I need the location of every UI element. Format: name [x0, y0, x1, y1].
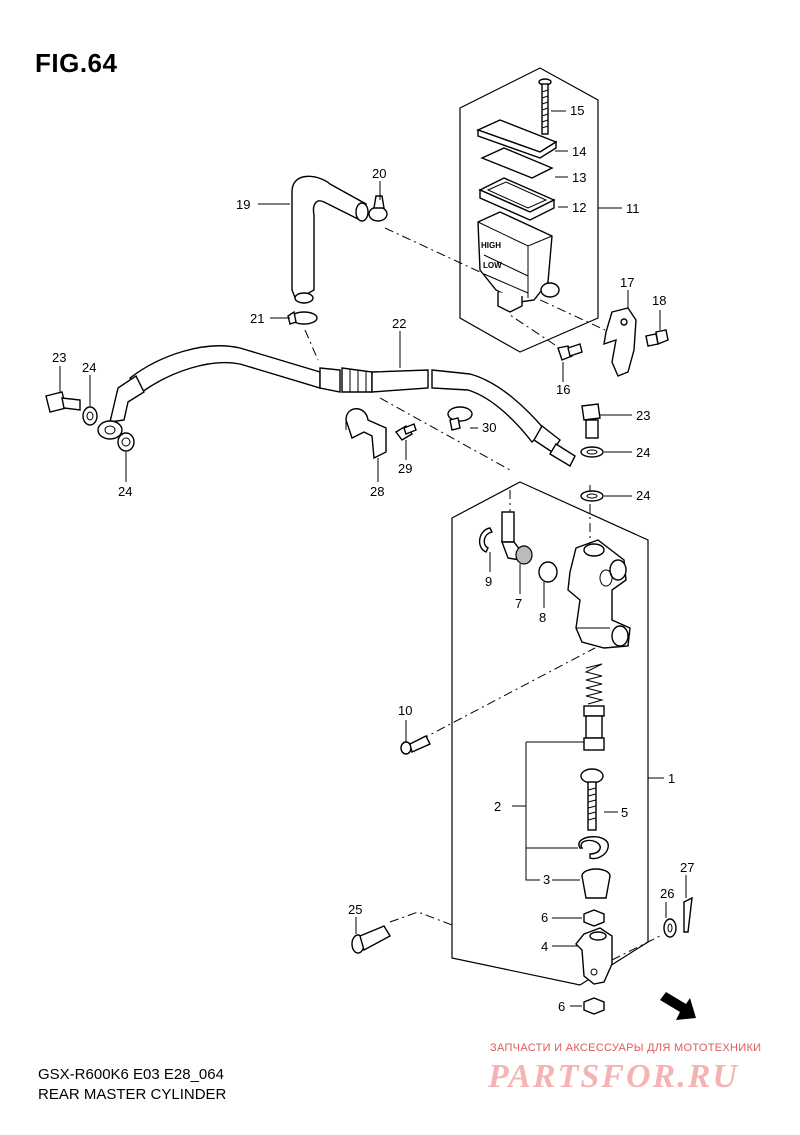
callout-24-right-upper: 24	[636, 445, 650, 460]
hose-guide-bracket	[345, 408, 387, 460]
centre-line	[379, 397, 511, 471]
leader-lines	[59, 110, 687, 1007]
level-mark-high: HIGH	[481, 241, 501, 250]
callout-14: 14	[572, 144, 586, 159]
reservoir-plate	[480, 147, 554, 179]
callout-4: 4	[541, 939, 548, 954]
figure-title: FIG.64	[35, 48, 118, 78]
callout-6-upper: 6	[541, 910, 548, 925]
pushrod-circlip	[578, 836, 609, 860]
callout-12: 12	[572, 200, 586, 215]
watermark-tagline: ЗАПЧАСТИ И АКСЕССУАРЫ ДЛЯ МОТОТЕХНИКИ	[490, 1042, 762, 1054]
level-mark-low: LOW	[483, 261, 502, 270]
centre-line	[611, 934, 663, 961]
reservoir-diaphragm	[478, 177, 556, 221]
callout-8: 8	[539, 610, 546, 625]
callout-5: 5	[621, 805, 628, 820]
inlet-seal-ring	[538, 561, 558, 583]
centre-line	[509, 314, 556, 346]
callout-25: 25	[348, 902, 362, 917]
callout-2: 2	[494, 799, 501, 814]
callout-21: 21	[250, 311, 264, 326]
rod-clevis	[575, 927, 613, 985]
union-bolt-left	[45, 391, 81, 413]
watermark-logo: PARTSFOR.RU	[488, 1058, 739, 1095]
clevis-pin	[351, 925, 391, 954]
callout-13: 13	[572, 170, 586, 185]
push-rod	[580, 768, 604, 831]
callout-9: 9	[485, 574, 492, 589]
guide-bolt	[394, 423, 417, 441]
cotter-pin	[683, 896, 693, 933]
centre-line	[389, 911, 453, 926]
master-cylinder-body	[567, 539, 631, 649]
body-screw	[400, 735, 431, 755]
callout-22: 22	[392, 316, 406, 331]
callout-29: 29	[398, 461, 412, 476]
lock-nut-lower	[583, 997, 605, 1015]
callout-26: 26	[660, 886, 674, 901]
reservoir-bracket	[603, 307, 637, 377]
callout-3: 3	[543, 872, 550, 887]
callout-23-left: 23	[52, 350, 66, 365]
callout-17: 17	[620, 275, 634, 290]
inlet-o-ring	[515, 545, 533, 565]
brake-hose	[97, 345, 576, 467]
callout-28: 28	[370, 484, 384, 499]
callout-24-right-lower: 24	[636, 488, 650, 503]
hose-clamp-upper	[368, 195, 388, 222]
dust-boot	[581, 868, 611, 899]
sealing-washer-left-upper	[82, 406, 98, 426]
reservoir-mount-bolt	[557, 343, 583, 361]
sealing-washer-left-lower	[117, 432, 135, 452]
callout-27: 27	[680, 860, 694, 875]
callout-20: 20	[372, 166, 386, 181]
sealing-washer-right-upper	[580, 446, 604, 458]
callout-24-left-upper: 24	[82, 360, 96, 375]
callout-16: 16	[556, 382, 570, 397]
hose-clamp-right	[447, 406, 473, 431]
inlet-circlip	[479, 527, 494, 553]
callout-6-lower: 6	[558, 999, 565, 1014]
bracket-bolt	[645, 329, 669, 347]
piston-spring	[584, 663, 604, 705]
lock-nut-upper	[583, 909, 605, 927]
hose-clamp-lower	[287, 310, 318, 325]
centre-line	[419, 647, 596, 741]
clevis-washer	[663, 918, 677, 938]
reservoir-assembly-box	[459, 67, 599, 353]
model-code: GSX-R600K6 E03 E28_064	[38, 1066, 224, 1083]
callout-10: 10	[398, 703, 412, 718]
union-bolt-right	[581, 403, 601, 439]
callout-30: 30	[482, 420, 496, 435]
callout-7: 7	[515, 596, 522, 611]
callout-24-left-lower: 24	[118, 484, 132, 499]
callout-15: 15	[570, 103, 584, 118]
figure-caption: REAR MASTER CYLINDER	[38, 1086, 227, 1103]
callout-19: 19	[236, 197, 250, 212]
callout-11: 11	[626, 201, 640, 216]
reservoir-cap-plate	[476, 119, 558, 159]
callout-18: 18	[652, 293, 666, 308]
sealing-washer-right-lower	[580, 490, 604, 502]
reservoir-tank	[477, 211, 560, 313]
forward-direction-arrow: FWD	[660, 992, 696, 1020]
reservoir-hose	[291, 175, 369, 304]
piston-assembly	[583, 705, 605, 751]
reservoir-cap-screw	[538, 78, 552, 135]
centre-line	[304, 329, 319, 361]
callout-23-right: 23	[636, 408, 650, 423]
callout-1: 1	[668, 771, 675, 786]
